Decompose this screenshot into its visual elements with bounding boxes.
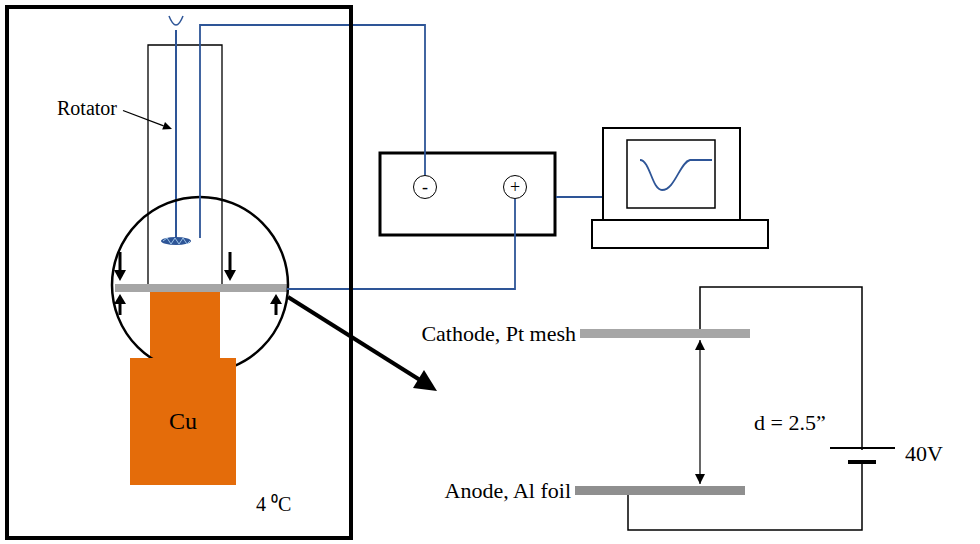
leader-arrowhead — [162, 122, 172, 129]
voltage-label: 40V — [903, 441, 945, 466]
monitor — [603, 128, 740, 220]
gap-dimension-arrow — [699, 340, 700, 484]
sample-plate — [115, 284, 287, 292]
cathode-plate: Cathode, Pt mesh — [580, 329, 750, 338]
material-label: Cu — [169, 408, 197, 436]
cold-chamber: 4 ⁰C Cu — [5, 5, 353, 540]
data-cable — [556, 196, 603, 198]
clamp-arrowhead — [114, 270, 126, 281]
copper-neck — [150, 292, 220, 360]
part-label: Rotator — [55, 97, 119, 120]
rotating-electrode — [161, 237, 191, 245]
battery-plate-long — [830, 447, 895, 449]
clamp-arrowhead — [114, 294, 126, 304]
zoom-arrowhead — [413, 370, 437, 391]
cathode-lead — [200, 25, 425, 238]
clamp-arrowhead — [270, 294, 282, 304]
terminal-sign: - — [422, 178, 428, 196]
terminal-sign: + — [510, 178, 520, 196]
current-curve — [640, 160, 712, 190]
positive-terminal: + — [503, 175, 527, 199]
electrode-mesh — [163, 238, 190, 244]
shaft-hook — [169, 16, 183, 25]
zoom-arrow — [288, 297, 420, 380]
copper-block: Cu — [130, 358, 236, 485]
battery-gap — [850, 450, 874, 461]
electrode-label: Cathode, Pt mesh — [421, 321, 576, 346]
anode-plate: Anode, Al foil — [575, 486, 745, 495]
computer-base — [592, 220, 768, 248]
electrode-label: Anode, Al foil — [445, 478, 572, 503]
rotator-shaft — [175, 30, 177, 238]
negative-terminal: - — [413, 175, 437, 199]
clamp-arrowhead — [224, 270, 236, 281]
battery-plate-short — [848, 460, 876, 464]
monitor-screen — [627, 140, 715, 208]
clamp-arrow — [229, 252, 232, 272]
power-supply-box — [380, 153, 555, 235]
gap-dimension: d = 2.5” — [752, 410, 828, 435]
leader-line — [123, 111, 164, 126]
temperature-label: 4 ⁰C — [256, 493, 291, 516]
anode-lead — [287, 199, 515, 289]
clamp-arrow — [119, 252, 122, 272]
rotator-housing — [148, 45, 222, 284]
